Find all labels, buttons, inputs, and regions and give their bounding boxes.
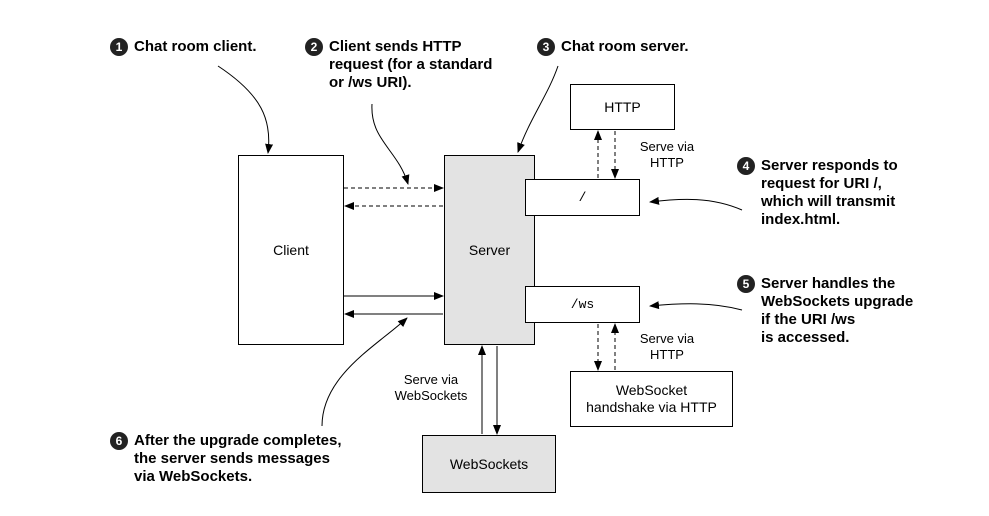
root-handler-label: /	[578, 190, 587, 205]
ws-handler-box: /ws	[525, 286, 640, 323]
callout-5: 5 Server handles the WebSockets upgrade …	[737, 275, 913, 347]
ws-handshake-label: WebSocket handshake via HTTP	[586, 382, 717, 415]
http-label: HTTP	[604, 98, 641, 115]
callout-4-number: 4	[737, 157, 755, 175]
callout-5-text: Server handles the WebSockets upgrade if…	[761, 275, 914, 346]
ws-handler-label: /ws	[570, 297, 595, 312]
callout-6-number: 6	[110, 432, 128, 450]
callout-1-text: Chat room client.	[134, 38, 257, 55]
websockets-label: WebSockets	[449, 455, 529, 472]
callout-3-leader	[517, 65, 559, 153]
serve-http-top-label: Serve via HTTP	[639, 139, 695, 170]
callout-2-number: 2	[305, 38, 323, 56]
callout-3: 3 Chat room server.	[537, 38, 689, 56]
callout-1-number: 1	[110, 38, 128, 56]
server-box: Server	[444, 155, 535, 345]
callout-2-leader	[371, 103, 410, 185]
callout-6-leader	[321, 317, 408, 427]
ws-handshake-box: WebSocket handshake via HTTP	[570, 371, 733, 427]
callout-2: 2 Client sends HTTP request (for a stand…	[305, 38, 492, 92]
callout-6: 6 After the upgrade completes, the serve…	[110, 432, 342, 486]
callout-3-text: Chat room server.	[561, 38, 689, 55]
callout-1: 1 Chat room client.	[110, 38, 257, 56]
callout-5-number: 5	[737, 275, 755, 293]
root-handler-box: /	[525, 179, 640, 216]
callout-6-text: After the upgrade completes, the server …	[134, 432, 342, 485]
client-label: Client	[273, 241, 309, 258]
callout-4-text: Server responds to request for URI /, wh…	[761, 157, 898, 228]
server-label: Server	[468, 241, 511, 258]
serve-http-bottom-label: Serve via HTTP	[639, 331, 695, 362]
websockets-box: WebSockets	[422, 435, 556, 493]
serve-websockets-label: Serve via WebSockets	[394, 372, 468, 403]
callout-5-leader	[649, 301, 743, 311]
callout-4: 4 Server responds to request for URI /, …	[737, 157, 898, 229]
http-box: HTTP	[570, 84, 675, 130]
client-box: Client	[238, 155, 344, 345]
callout-4-leader	[649, 196, 743, 211]
callout-2-text: Client sends HTTP request (for a standar…	[329, 38, 493, 91]
callout-1-leader	[217, 65, 274, 154]
callout-3-number: 3	[537, 38, 555, 56]
